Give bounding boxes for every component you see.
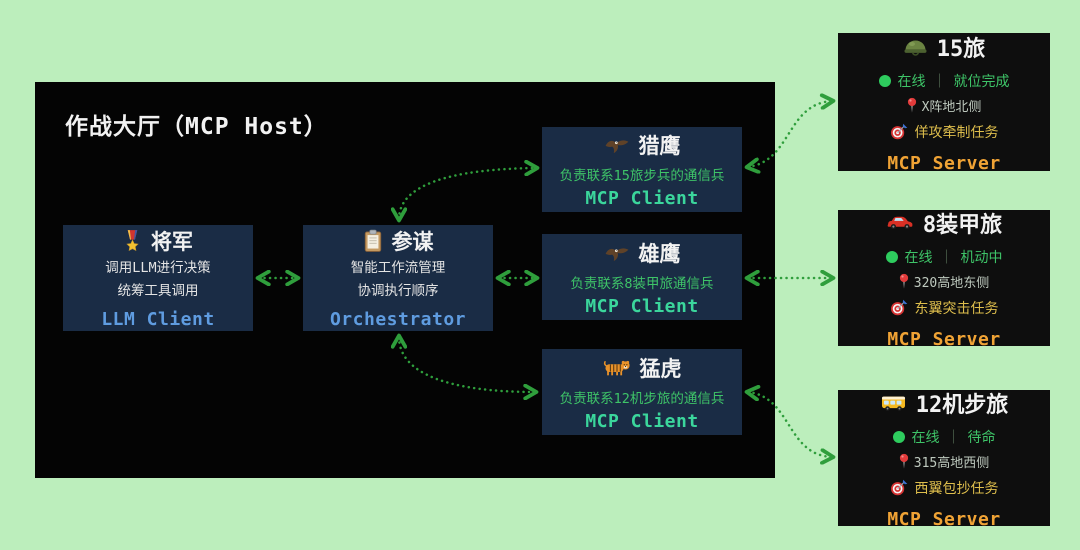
clipboard-icon: [363, 229, 383, 253]
brigade15-role-label: MCP Server: [887, 152, 1001, 174]
brigade15-title: 15旅: [936, 36, 986, 62]
brigade8-location: 320高地东侧: [913, 275, 990, 291]
brigade8-task: 东翼突击任务: [914, 300, 999, 317]
general-title: 将军: [151, 230, 193, 255]
node-server-brigade8: 8装甲旅 在线 ｜ 机动中 320高地东侧: [838, 210, 1050, 350]
status-separator: ｜: [939, 249, 954, 266]
pin-icon: [907, 97, 917, 114]
orchestrator-role-label: Orchestrator: [329, 308, 467, 330]
eagle-icon: [604, 135, 630, 155]
node-client-eagle: 雄鹰 负责联系8装甲旅通信兵 MCP Client: [542, 234, 742, 320]
online-dot-icon: [892, 430, 905, 443]
target-icon: [890, 479, 908, 497]
brigade12-role-label: MCP Server: [887, 508, 1001, 530]
pin-icon: [899, 273, 909, 290]
brigade15-online: 在线: [897, 73, 926, 90]
brigade8-online: 在线: [904, 249, 933, 266]
tiger-title: 猛虎: [639, 356, 682, 381]
brigade12-online: 在线: [911, 429, 940, 446]
orchestrator-desc-1: 智能工作流管理: [350, 260, 446, 277]
general-desc-1: 调用LLM进行决策: [105, 260, 211, 277]
node-server-brigade12: 12机步旅 在线 ｜ 待命 315高地西侧: [838, 390, 1050, 530]
node-client-falcon: 猎鹰 负责联系15旅步兵的通信兵 MCP Client: [542, 127, 742, 212]
brigade12-title: 12机步旅: [915, 392, 1009, 418]
online-dot-icon: [885, 250, 898, 263]
brigade15-state: 就位完成: [953, 73, 1010, 90]
node-general: 将军 调用LLM进行决策 统筹工具调用 LLM Client: [63, 225, 253, 331]
pin-icon: [899, 453, 909, 470]
tiger-desc: 负责联系12机步旅的通信兵: [559, 390, 725, 407]
falcon-desc: 负责联系15旅步兵的通信兵: [559, 168, 725, 184]
target-icon: [890, 123, 908, 141]
eagle-desc: 负责联系8装甲旅通信兵: [570, 275, 714, 292]
tiger-icon: [603, 358, 631, 377]
brigade8-state: 机动中: [960, 249, 1003, 266]
general-desc-2: 统筹工具调用: [117, 282, 199, 299]
brigade8-title: 8装甲旅: [922, 212, 1003, 238]
node-client-tiger: 猛虎 负责联系12机步旅的通信兵 MCP Client: [542, 349, 742, 435]
node-orchestrator: 参谋 智能工作流管理 协调执行顺序 Orchestrator: [303, 225, 493, 331]
falcon-role-label: MCP Client: [585, 188, 699, 209]
status-separator: ｜: [946, 429, 961, 446]
military-medal-icon: [123, 229, 142, 254]
eagle-role-label: MCP Client: [585, 295, 699, 317]
status-separator: ｜: [932, 73, 947, 90]
eagle-title: 雄鹰: [638, 241, 681, 266]
bus-icon: [880, 394, 907, 412]
brigade12-task: 西翼包抄任务: [914, 480, 999, 497]
host-title: 作战大厅（MCP Host）: [65, 114, 328, 140]
brigade12-state: 待命: [967, 429, 996, 446]
red-car-icon: [886, 214, 914, 231]
brigade8-role-label: MCP Server: [887, 328, 1001, 350]
military-helmet-icon: [903, 37, 928, 57]
falcon-title: 猎鹰: [638, 134, 681, 158]
general-role-label: LLM Client: [101, 308, 215, 330]
target-icon: [890, 299, 908, 317]
brigade15-location: X阵地北侧: [921, 99, 982, 115]
orchestrator-title: 参谋: [391, 230, 434, 255]
tiger-role-label: MCP Client: [585, 410, 699, 432]
brigade15-task: 佯攻牵制任务: [914, 124, 999, 141]
eagle-icon: [604, 243, 630, 263]
online-dot-icon: [878, 74, 891, 87]
node-server-brigade15: 15旅 在线 ｜ 就位完成 X阵地北侧: [838, 33, 1050, 174]
brigade12-location: 315高地西侧: [913, 455, 990, 471]
orchestrator-desc-2: 协调执行顺序: [357, 282, 439, 299]
